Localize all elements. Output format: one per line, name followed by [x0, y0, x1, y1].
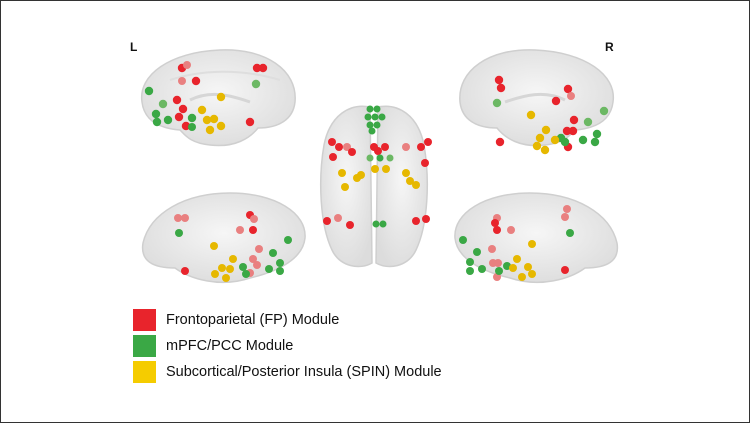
mpfc-nodes [144, 79, 261, 131]
left-lateral-brain-view [130, 40, 310, 160]
spin-nodes [197, 92, 226, 135]
legend-label: Subcortical/Posterior Insula (SPIN) Modu… [166, 364, 442, 380]
left-medial-brain-view [135, 183, 315, 293]
axial-brain-view [310, 95, 440, 275]
mpfc-color-swatch [133, 335, 156, 357]
spin-color-swatch [133, 361, 156, 383]
right-medial-brain-view [445, 183, 625, 293]
legend-label: Frontoparietal (FP) Module [166, 312, 340, 328]
legend-label: mPFC/PCC Module [166, 338, 294, 354]
legend-item-fp: Frontoparietal (FP) Module [133, 309, 442, 331]
right-lateral-brain-view [445, 40, 625, 160]
fp-nodes [172, 61, 268, 131]
legend-item-mpfc-pcc: mPFC/PCC Module [133, 335, 442, 357]
legend-item-spin: Subcortical/Posterior Insula (SPIN) Modu… [133, 361, 442, 383]
right-hemisphere-label: R [605, 40, 614, 54]
fp-color-swatch [133, 309, 156, 331]
module-legend: Frontoparietal (FP) Module mPFC/PCC Modu… [133, 309, 442, 387]
left-hemisphere-label: L [130, 40, 138, 54]
